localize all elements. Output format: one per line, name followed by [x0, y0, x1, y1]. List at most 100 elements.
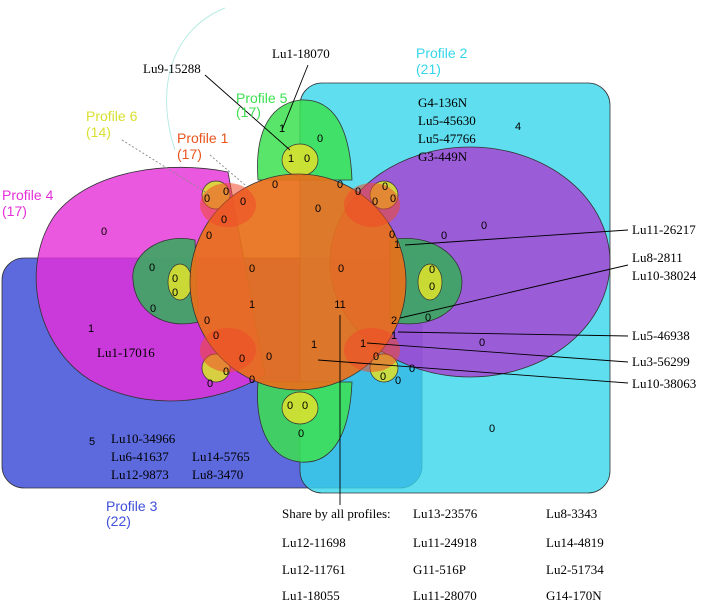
annotation-lu8-2811: Lu8-2811: [632, 250, 683, 265]
count-bottom-2: 0: [287, 400, 293, 412]
annotation-lu1-17016: Lu1-17016: [97, 345, 155, 360]
profile-5-left-lobe: [132, 238, 199, 325]
count-lower-2: 0: [239, 353, 245, 365]
annotation-lu11-26217: Lu11-26217: [632, 222, 696, 237]
annotation-lu10-38063: Lu10-38063: [632, 376, 696, 391]
profile-2-count: (21): [416, 61, 441, 77]
count-right-2: 1: [394, 239, 400, 251]
profile-1-label: Profile 1: [177, 130, 229, 146]
shared-gene-0: Lu13-23576: [413, 506, 478, 521]
shared-gene-2: Lu12-11698: [282, 535, 346, 550]
count-bottom-4: 0: [298, 428, 304, 440]
profile-6-label: Profile 6: [86, 108, 138, 124]
count-lower-6: 0: [373, 351, 379, 363]
profile3-gene-1: Lu6-41637: [111, 449, 169, 464]
leader-profile6: [121, 139, 211, 196]
leader-lu9-15288: [204, 74, 291, 151]
count-upper-right-4: 0: [390, 193, 396, 205]
count-lower-7: 0: [380, 371, 386, 383]
count-right-1: 0: [389, 229, 395, 241]
profile-1-count: (17): [177, 146, 202, 162]
count-right-5: 0: [429, 281, 435, 293]
count-p4-in-p3: 1: [88, 323, 94, 335]
count-left-3: 0: [172, 287, 178, 299]
profile-3-label: Profile 3: [106, 498, 158, 514]
count-top-1: 0: [272, 179, 278, 191]
count-lower-9: 0: [409, 363, 415, 375]
profile-5-label: Profile 5: [236, 90, 288, 106]
count-left-6: 0: [213, 330, 219, 342]
count-lower-8: 0: [395, 375, 401, 387]
shared-gene-1: Lu8-3343: [546, 506, 598, 521]
leader-lu5-46938: [397, 331, 629, 337]
leader-lu10-38063: [317, 359, 629, 384]
count-upper-right-3: 0: [382, 181, 388, 193]
profile-5-count: (17): [236, 104, 261, 120]
shared-gene-3: Lu11-24918: [413, 535, 477, 550]
profile2-gene-3: G3-449N: [418, 149, 468, 164]
profile-4-label: Profile 4: [2, 187, 54, 203]
count-lower-5: 0: [207, 378, 213, 390]
rim-overlap-lower-left: [200, 328, 256, 372]
count-lower-4: 0: [223, 366, 229, 378]
count-upper-left-3: 0: [240, 196, 246, 208]
leader-lu8-2811: [399, 264, 629, 319]
count-p5-top-right: 0: [317, 133, 323, 145]
count-right-4: 0: [429, 264, 435, 276]
profile3-gene-0: Lu10-34966: [111, 431, 176, 446]
count-mid-1: 0: [221, 214, 227, 226]
p6-blob-right: [417, 263, 443, 301]
shared-gene-9: Lu11-28070: [413, 588, 477, 602]
profile-4-count: (17): [2, 203, 27, 219]
annotation-lu5-46938: Lu5-46938: [632, 328, 690, 343]
count-upper-left-2: 0: [223, 186, 229, 198]
count-right-8: 1: [391, 330, 397, 342]
shared-gene-8: Lu1-18055: [282, 588, 340, 602]
leader-lines: [121, 64, 629, 505]
count-mid-2: 0: [206, 230, 212, 242]
shared-gene-6: G11-516P: [413, 562, 466, 577]
count-left-4: 0: [150, 303, 156, 315]
profile2-gene-2: Lu5-47766: [418, 131, 476, 146]
count-upper-left-1: 0: [204, 193, 210, 205]
decorative-arc: [166, 7, 226, 151]
count-p6-top: 1: [288, 153, 294, 165]
count-p3-only: 5: [89, 436, 95, 448]
count-top-2: 0: [315, 203, 321, 215]
count-right-3: 0: [441, 230, 447, 242]
count-lower-3: 0: [266, 351, 272, 363]
leader-lu3-56299: [366, 342, 629, 363]
count-p6-top-right: 0: [304, 153, 310, 165]
rim-overlap-lower-right: [344, 328, 400, 372]
count-left-5: 0: [204, 315, 210, 327]
count-center: 11: [334, 299, 345, 311]
count-p2-in-p4: 0: [481, 220, 487, 232]
annotation-lu9-15288: Lu9-15288: [143, 61, 201, 76]
count-p2-p3-p4: 0: [479, 337, 485, 349]
profile3-gene-4: Lu8-3470: [192, 467, 243, 482]
count-mid-5: 1: [249, 299, 255, 311]
count-top-3: 0: [337, 179, 343, 191]
count-p5-top: 1: [279, 123, 285, 135]
profile3-gene-3: Lu12-9873: [111, 467, 169, 482]
annotation-lu1-18070: Lu1-18070: [272, 46, 330, 61]
leader-lu1-18070: [281, 64, 309, 131]
count-lower-1: 1: [311, 339, 317, 351]
leader-lu11-26217: [404, 229, 629, 246]
rim-overlaps: [200, 183, 400, 372]
count-bottom-1: 0: [249, 374, 255, 386]
shared-gene-4: Lu14-4819: [546, 535, 604, 550]
rim-overlap-upper-right: [344, 183, 400, 227]
count-right-9: 1: [360, 338, 366, 350]
count-bottom-3: 0: [302, 400, 308, 412]
profile-6-count: (14): [86, 124, 111, 140]
count-right-6: 2: [391, 315, 397, 327]
count-mid-3: 0: [249, 263, 255, 275]
count-upper-right-1: 0: [355, 186, 361, 198]
count-upper-right-2: 0: [372, 196, 378, 208]
shared-gene-7: Lu2-51734: [546, 562, 604, 577]
count-p2-only: 4: [515, 121, 521, 133]
count-left-2: 0: [172, 273, 178, 285]
